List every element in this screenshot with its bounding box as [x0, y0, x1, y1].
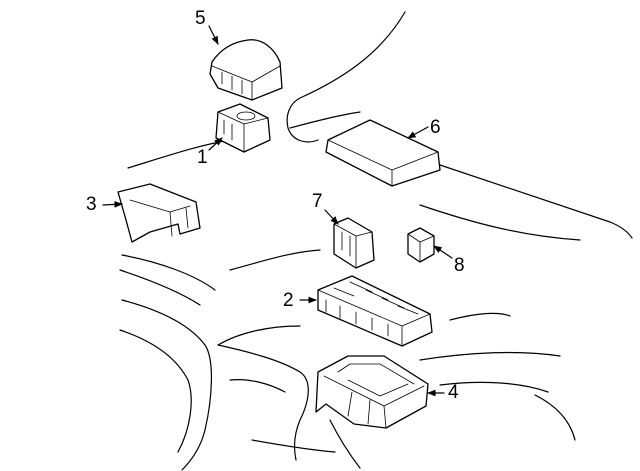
part-7-relay [333, 217, 375, 269]
callout-5: 5 [195, 8, 206, 29]
part-2-junction-block [317, 275, 433, 347]
callout-4: 4 [448, 382, 459, 403]
vehicle-body-outline [119, 11, 633, 471]
part-4-tray [315, 355, 429, 429]
callout-6: 6 [430, 117, 441, 138]
part-6-fuse-cover [325, 119, 441, 187]
callout-7: 7 [312, 191, 323, 212]
part-1-relay-box [215, 103, 271, 153]
part-3-bracket [117, 183, 201, 243]
part-5-cover [209, 39, 283, 101]
callout-1: 1 [197, 147, 208, 168]
callout-2: 2 [283, 290, 294, 311]
callout-8: 8 [454, 255, 465, 276]
callout-leaders [102, 25, 453, 397]
callout-3: 3 [86, 194, 97, 215]
part-8-small-relay [407, 227, 435, 263]
